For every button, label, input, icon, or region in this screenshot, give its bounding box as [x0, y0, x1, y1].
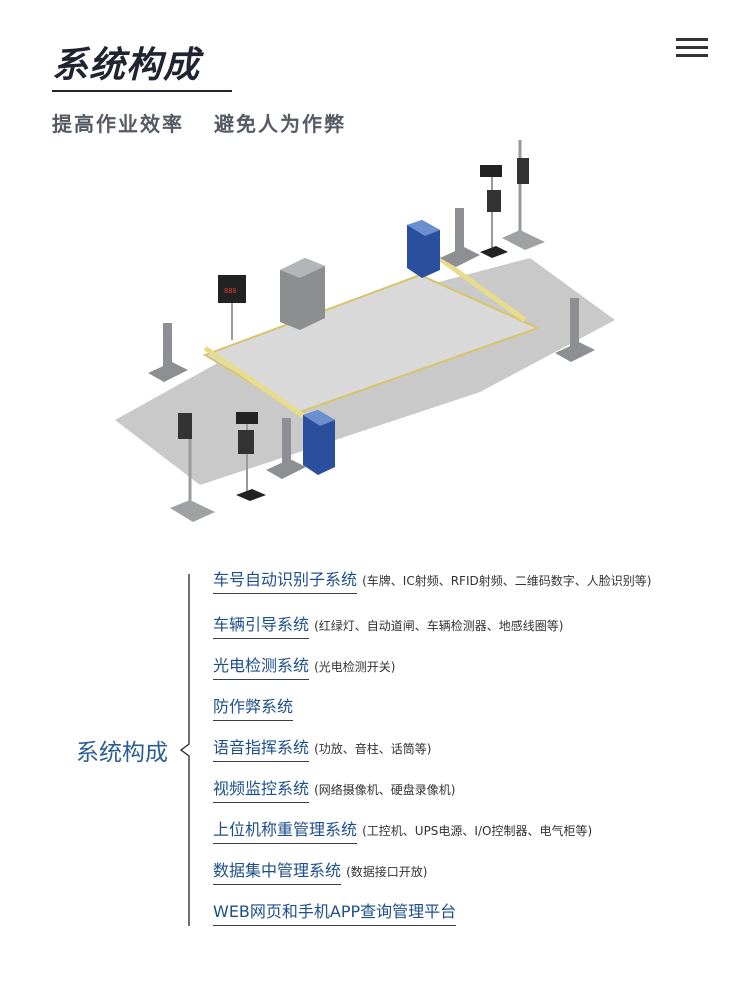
barrier-gate-front: [303, 410, 335, 475]
system-name: 语音指挥系统: [213, 734, 310, 762]
list-item: 上位机称重管理系统 (工控机、UPS电源、I/O控制器、电气柜等): [213, 816, 592, 844]
system-note: (功放、音柱、话筒等): [314, 742, 432, 756]
page-title: 系统构成: [52, 45, 201, 86]
grating-sensor-rear: [440, 208, 480, 267]
list-item: 数据集中管理系统 (数据接口开放): [213, 857, 427, 885]
subtitle-anti-cheat: 避免人为作弊: [214, 112, 346, 136]
subtitle-efficiency: 提高作业效率: [52, 112, 184, 136]
led-display: [218, 275, 246, 303]
list-item: WEB网页和手机APP查询管理平台: [213, 898, 457, 926]
composition-label: 系统构成: [76, 740, 168, 766]
control-cabinet: [280, 258, 325, 330]
system-name: 视频监控系统: [213, 775, 310, 803]
system-name: 数据集中管理系统: [213, 857, 342, 885]
list-item: 车号自动识别子系统 (车牌、IC射频、RFID射频、二维码数字、人脸识别等): [213, 566, 651, 594]
list-item: 语音指挥系统 (功放、音柱、话筒等): [213, 734, 431, 762]
system-note: (光电检测开关): [314, 660, 396, 674]
system-note: (工控机、UPS电源、I/O控制器、电气柜等): [362, 824, 593, 838]
system-note: (网络摄像机、硬盘录像机): [314, 783, 456, 797]
system-note: (数据接口开放): [346, 865, 428, 879]
subtitle: 提高作业效率 避免人为作弊: [52, 108, 346, 137]
system-name: 防作弊系统: [213, 693, 294, 721]
list-item: 光电检测系统 (光电检测开关): [213, 652, 395, 680]
grating-sensor-right: [555, 298, 595, 362]
card-reader-front: [236, 412, 266, 501]
system-note: (车牌、IC射频、RFID射频、二维码数字、人脸识别等): [362, 574, 652, 588]
system-name: 车号自动识别子系统: [213, 566, 358, 594]
barrier-gate-rear: [407, 220, 440, 278]
system-name: 上位机称重管理系统: [213, 816, 358, 844]
grating-sensor-front: [266, 418, 306, 479]
brace-bracket: [179, 574, 190, 926]
list-item: 视频监控系统 (网络摄像机、硬盘录像机): [213, 775, 455, 803]
grating-sensor-left: [148, 323, 188, 382]
title-underline: [52, 90, 232, 92]
barrier-arm-rear: [423, 245, 527, 323]
led-display-text: 888: [224, 287, 237, 295]
menu-icon[interactable]: [676, 38, 708, 60]
traffic-light-rear: [502, 140, 545, 250]
list-item: 车辆引导系统 (红绿灯、自动道闸、车辆检测器、地感线圈等): [213, 611, 563, 639]
system-name: WEB网页和手机APP查询管理平台: [213, 898, 457, 926]
barrier-arm-front: [203, 345, 317, 427]
system-name: 车辆引导系统: [213, 611, 310, 639]
card-reader-rear: [480, 165, 508, 258]
system-note: (红绿灯、自动道闸、车辆检测器、地感线圈等): [314, 619, 564, 633]
system-name: 光电检测系统: [213, 652, 310, 680]
traffic-light-front: [170, 413, 215, 522]
list-item: 防作弊系统: [213, 693, 294, 721]
weighbridge-illustration: 888: [115, 140, 615, 522]
